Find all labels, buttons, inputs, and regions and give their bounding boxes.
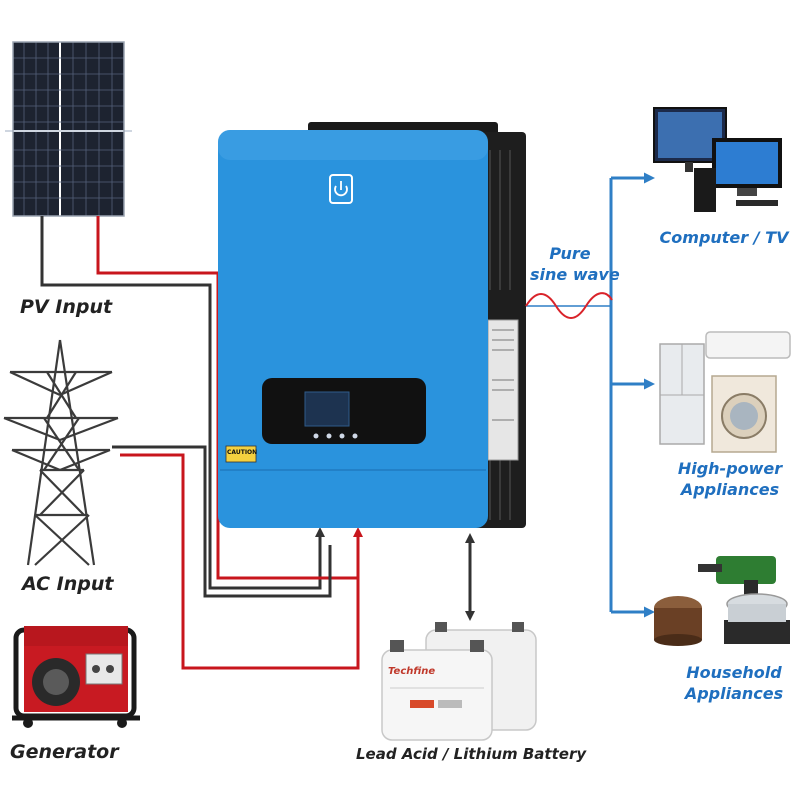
generator-icon: [12, 626, 140, 728]
high-power-label: High-power Appliances: [668, 458, 792, 500]
high-power-line2: Appliances: [680, 480, 780, 499]
solar-panel-icon: [5, 41, 132, 217]
ac-wires: [112, 445, 360, 670]
ac-input-label: AC Input: [22, 573, 114, 595]
inverter-icon: [218, 122, 526, 528]
battery-label: Lead Acid / Lithium Battery: [356, 745, 587, 763]
battery-icon: [381, 622, 537, 741]
pure-sine-wave-label: Pure sine wave: [530, 243, 620, 285]
caution-sticker-text: CAUTION: [227, 449, 258, 456]
high-power-line1: High-power: [677, 459, 783, 478]
pure-sine-line2: sine wave: [530, 265, 620, 284]
power-icon: [329, 174, 353, 204]
computer-tv-label: Computer / TV: [659, 228, 789, 247]
transmission-tower-icon: [3, 339, 119, 566]
output-lines: [526, 172, 655, 618]
household-label: Household Appliances: [672, 662, 796, 704]
appliances-icon: [659, 331, 791, 453]
household-line1: Household: [686, 663, 782, 682]
battery-brand-text: Techfine: [388, 666, 436, 677]
computer-tv-icon: [653, 107, 782, 212]
pv-input-label: PV Input: [20, 296, 113, 318]
household-appliances-icon: [654, 556, 790, 646]
pure-sine-line1: Pure: [549, 244, 591, 263]
household-line2: Appliances: [684, 684, 784, 703]
sine-wave: [525, 292, 613, 319]
generator-label: Generator: [10, 741, 119, 763]
